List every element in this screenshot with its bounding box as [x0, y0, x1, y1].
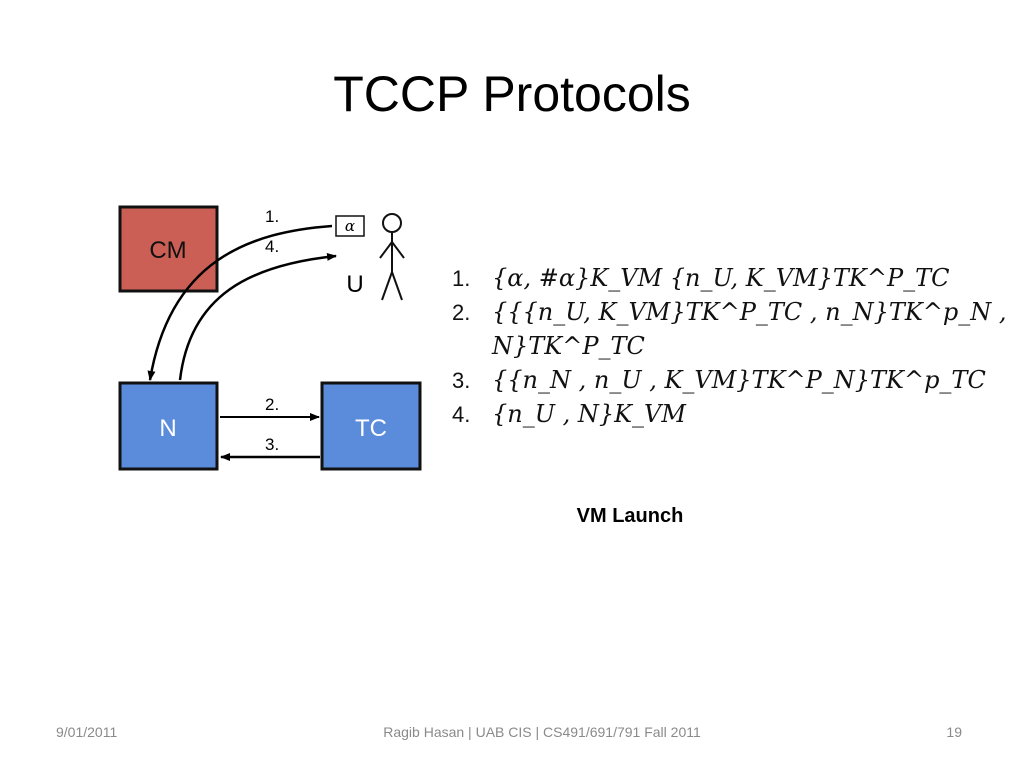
n-node-label: N	[159, 415, 176, 442]
step-label-3: 3.	[265, 435, 279, 454]
footer-presenter: Ragib Hasan | UAB CIS | CS491/691/791 Fa…	[383, 724, 701, 740]
formula-row-1: 1. {α, #α}K_VM {n_U, K_VM}TK^P_TC	[452, 264, 949, 292]
user-figure-icon	[379, 213, 405, 301]
diagram-caption: VM Launch	[576, 505, 684, 527]
formula-row-4: 4. {n_U , N}K_VM	[452, 400, 922, 428]
slide-title: TCCP Protocols	[333, 66, 691, 122]
user-label: U	[346, 271, 363, 298]
step-label-2: 2.	[265, 395, 279, 414]
footer-page-number: 19	[946, 724, 962, 740]
formula-number: 2.	[452, 300, 471, 325]
arrow-step-1	[147, 224, 333, 381]
alpha-token-label: α	[345, 217, 355, 235]
tc-node	[320, 381, 422, 471]
step-label-1: 1.	[265, 207, 279, 226]
formula-number: 3.	[452, 368, 471, 393]
formula-row-3: 3. {{n_N , n_U , K_VM}TK^P_N}TK^p_TC	[452, 366, 986, 394]
formula-expression: {α, #α}K_VM {n_U, K_VM}TK^P_TC	[492, 264, 950, 292]
footer-date: 9/01/2011	[56, 724, 118, 740]
n-node	[118, 381, 219, 471]
arrow-step-4	[178, 252, 337, 381]
protocol-formulas: 1. {α, #α}K_VM {n_U, K_VM}TK^P_TC 2. {{{…	[452, 264, 1007, 434]
formula-row-2-continuation: N}TK^P_TC	[492, 332, 645, 360]
formula-row-2: 2. {{{n_U, K_VM}TK^P_TC , n_N}TK^p_N ,	[452, 298, 1007, 326]
cm-node-label: CM	[149, 237, 186, 264]
formula-expression: {{n_N , n_U , K_VM}TK^P_N}TK^p_TC	[492, 366, 986, 394]
alpha-token-box	[335, 215, 365, 237]
tc-node-label: TC	[355, 415, 387, 442]
step-label-4: 4.	[265, 237, 279, 256]
formula-number: 1.	[452, 266, 471, 291]
formula-number: 4.	[452, 402, 471, 427]
formula-expression: {{{n_U, K_VM}TK^P_TC , n_N}TK^p_N ,	[492, 298, 1007, 326]
cm-node	[118, 205, 219, 293]
protocol-diagram: CM N TC α U 1. 4. 2. 3.	[118, 205, 422, 471]
formula-expression: {n_U , N}K_VM	[492, 400, 686, 428]
